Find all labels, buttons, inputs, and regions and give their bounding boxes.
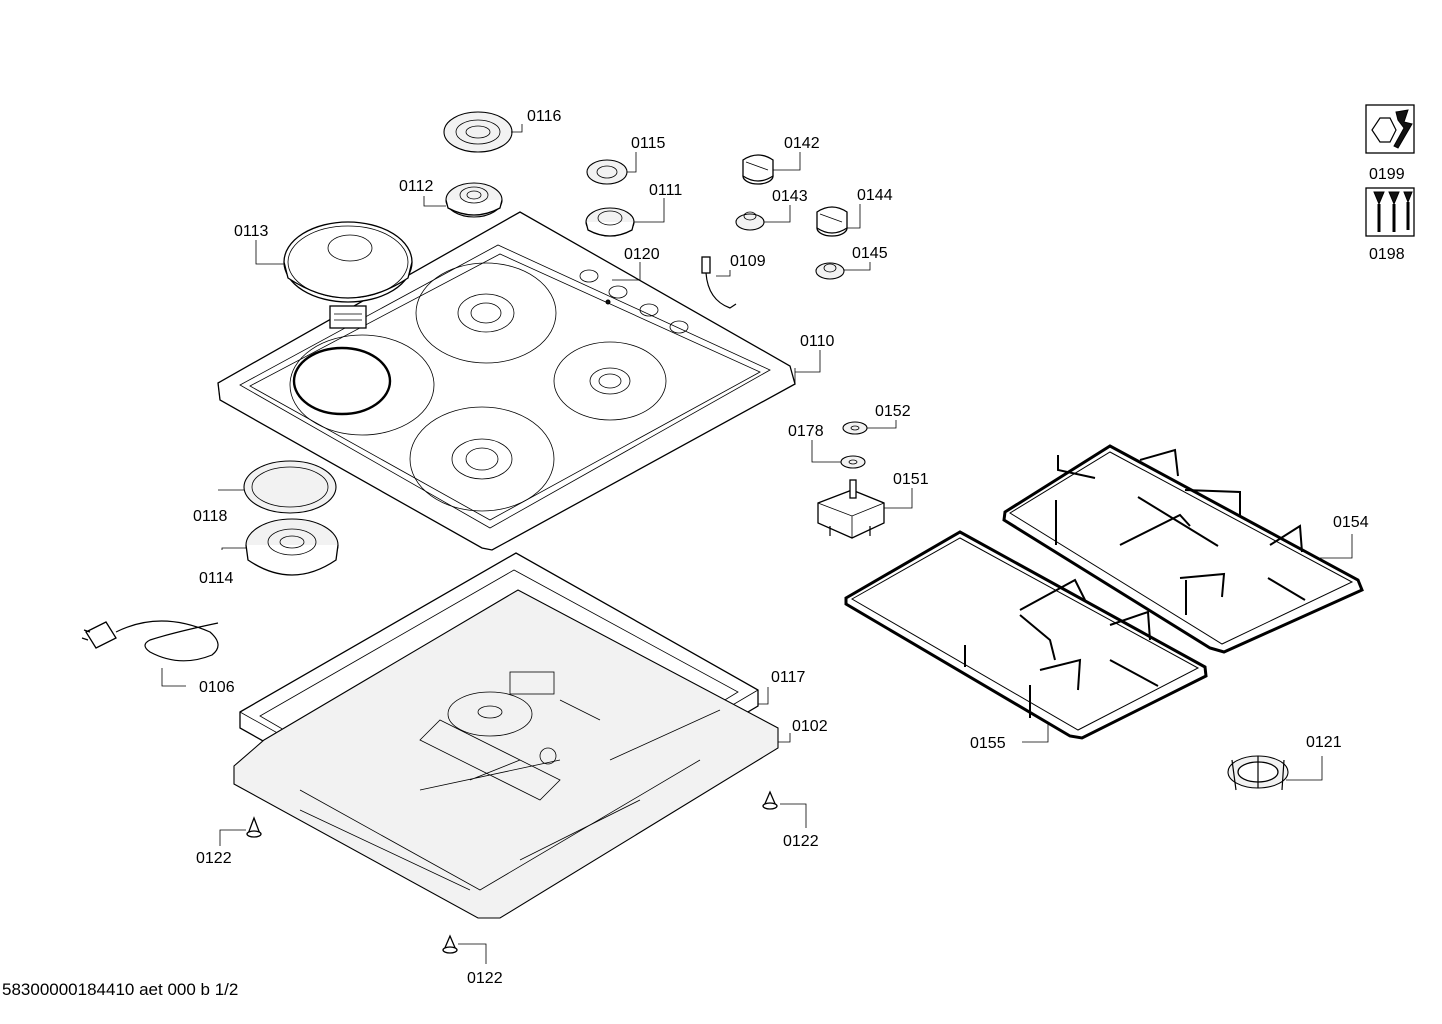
tool-wrench-icon [1365,104,1415,154]
label-0198: 0198 [1369,246,1405,263]
label-0112: 0112 [399,178,434,195]
label-0118: 0118 [193,508,228,525]
label-0152: 0152 [875,403,911,420]
label-0143: 0143 [772,188,808,205]
label-0121: 0121 [1306,734,1342,751]
screws-icon [1365,187,1415,237]
wok-ring-0121 [1227,755,1289,791]
washer-0152 [842,421,868,435]
pan-support-0155 [844,530,1208,740]
label-0122-left: 0122 [196,850,232,867]
burner-cap-small-0115 [586,159,628,185]
housing-0102 [233,589,779,919]
label-0111: 0111 [649,182,682,199]
burner-cap-0118 [243,460,337,514]
label-0151: 0151 [893,471,929,488]
thermocouple-0109 [701,256,737,309]
washer-0178 [840,455,866,469]
label-0154: 0154 [1333,514,1369,531]
label-0115: 0115 [631,135,666,152]
label-0144: 0144 [857,187,893,204]
label-0113: 0113 [234,223,269,240]
label-0199: 0199 [1369,166,1405,183]
burner-head-0114 [245,518,339,576]
electric-hotplate [283,221,413,329]
label-0155: 0155 [970,735,1006,752]
label-0110: 0110 [800,333,835,350]
foot-0122-right [762,790,778,810]
label-0117: 0117 [771,669,806,686]
pan-support-0154 [1002,444,1364,654]
control-knob-0144 [816,206,848,237]
label-0116: 0116 [527,108,562,125]
foot-0122-left [246,816,262,838]
label-0122-bottom: 0122 [467,970,503,987]
label-0114: 0114 [199,570,234,587]
mains-cord-0106 [81,620,219,662]
document-code: 58300000184410 aet 000 b 1/2 [2,980,239,999]
label-0106: 0106 [199,679,235,696]
part-number-labels: 0116 0115 0142 0112 0111 0143 0144 0113 … [193,108,1405,987]
label-0102: 0102 [792,718,828,735]
label-0178: 0178 [788,423,824,440]
energy-regulator-0151 [817,479,885,539]
label-0120: 0120 [624,246,660,263]
burner-cap-large-0116 [443,111,513,153]
knob-bezel-0145 [815,262,845,280]
foot-0122-bottom [442,934,458,954]
label-0109: 0109 [730,253,766,270]
hob-top-plate [217,211,796,551]
label-0142: 0142 [784,135,820,152]
burner-head-0111 [585,207,635,237]
label-0145: 0145 [852,245,888,262]
label-0122-right: 0122 [783,833,819,850]
knob-bezel-0143 [735,211,765,231]
burner-head-0112 [445,182,503,218]
leader-lines [161,124,1353,964]
control-knob-0142 [742,154,774,185]
